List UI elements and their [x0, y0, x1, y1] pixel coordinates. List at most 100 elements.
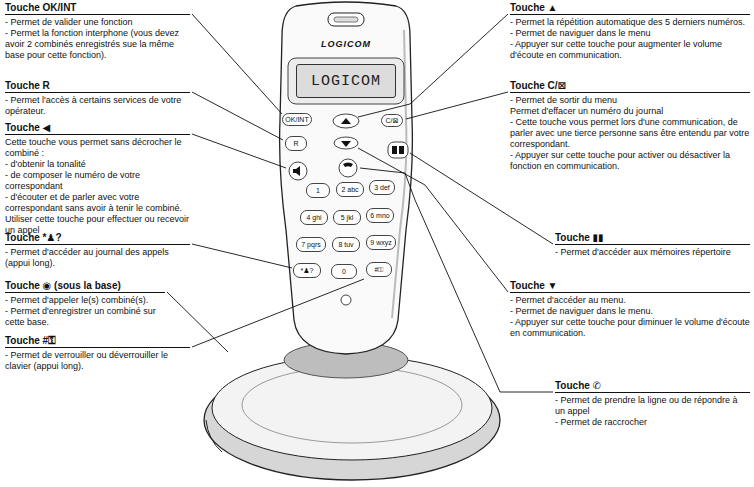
phonebook-key: [388, 142, 408, 158]
key-label: OK/INT: [285, 116, 308, 124]
key-button: 9 wxyz: [366, 235, 396, 250]
earpiece: [328, 13, 364, 26]
key-heading: Touche OK/INT: [5, 2, 190, 15]
key-button: 5 jkl: [333, 210, 361, 225]
key-label: 0: [342, 268, 346, 276]
key-description: - Permet d'accéder au journal des appels…: [5, 247, 190, 269]
key-label: 4 ghi: [306, 214, 321, 222]
leader-line: [192, 279, 364, 347]
key-button: 7 pqrs: [296, 237, 326, 252]
earpiece-slot: [334, 17, 358, 22]
callout-block: Touche R - Permet l'accès à certains serv…: [5, 80, 190, 117]
key-label: C/⊠: [386, 117, 399, 125]
leader-line: [358, 148, 508, 292]
key-description: - Permet de raccrocher: [555, 417, 750, 428]
key-button: 0: [331, 264, 357, 279]
key-heading: Touche ✆: [555, 380, 750, 393]
book-glyph: [399, 146, 404, 154]
key-label: 9 wxyz: [370, 239, 391, 247]
key-heading: Touche R: [5, 80, 190, 93]
key-label: 6 mno: [370, 212, 389, 220]
key-description: Permet d'effacer un numéro du journal: [510, 106, 750, 117]
key-label: *♟?: [301, 267, 314, 275]
key-description: - Permet d'enregistrer un combiné sur ce…: [5, 306, 165, 328]
key-button: 6 mno: [366, 208, 394, 223]
key-label: 5 jkl: [341, 214, 353, 222]
key-heading: Touche *♟?: [5, 232, 190, 245]
key-description: - de composer le numéro de votre corresp…: [5, 170, 190, 192]
key-description: - Permet l'accès à certains services de …: [5, 95, 190, 117]
key-description: - Appuyer sur cette touche pour diminuer…: [510, 317, 750, 339]
base-station: [204, 342, 500, 480]
key-description: - Permet de sortir du menu: [510, 95, 750, 106]
key-button: 3 def: [369, 180, 395, 195]
handset-glyph: [343, 163, 353, 168]
leader-line: [406, 92, 508, 119]
callout-block: Touche C/⊠ - Permet de sortir du menuPerm…: [510, 80, 750, 172]
key-button: *♟?: [293, 263, 321, 278]
leader-line: [192, 244, 292, 268]
base-button: [206, 420, 222, 452]
callout-block: Touche ✆ - Permet de prendre la ligne ou …: [555, 380, 750, 428]
callout-block: Touche ▲ - Permet la répétition automatiq…: [510, 2, 750, 61]
speaker-glyph: [293, 166, 300, 176]
down-key: [334, 137, 358, 149]
key-heading: Touche C/⊠: [510, 80, 750, 93]
leader-line: [192, 92, 283, 140]
key-description: - Permet de valider une fonction: [5, 17, 190, 28]
key-description: - Permet d'appeler le(s) combiné(s).: [5, 295, 165, 306]
speaker-key: [289, 162, 307, 180]
key-description: - d'écouter et de parler avec votre corr…: [5, 192, 190, 214]
key-description: - Permet de prendre la ligne ou de répon…: [555, 395, 750, 417]
key-description: - Permet d'accéder au menu.: [510, 295, 750, 306]
key-description: - Permet de verrouiller ou déverrouiller…: [5, 350, 190, 372]
call-key: [339, 159, 357, 177]
key-label: 7 pqrs: [301, 241, 320, 249]
callout-block: Touche OK/INT - Permet de valider une fon…: [5, 2, 190, 61]
callout-block: Touche #⚿ - Permet de verrouiller ou déve…: [5, 335, 190, 372]
display-bezel: [288, 58, 404, 104]
leader-line: [167, 292, 228, 352]
key-heading: Touche #⚿: [5, 335, 190, 348]
book-glyph: [392, 146, 397, 154]
key-button: R: [285, 136, 307, 151]
key-description: - Permet la répétition automatique des 5…: [510, 17, 750, 28]
key-description: - Permet d'accéder aux mémoires répertoi…: [555, 247, 750, 258]
key-description: - Permet de naviguer dans le menu: [510, 28, 750, 39]
key-description: - Permet la fonction interphone (vous de…: [5, 28, 190, 61]
key-heading: Touche ▲: [510, 2, 750, 15]
callout-block: Touche ▼- Permet d'accéder au menu.- Per…: [510, 280, 750, 339]
key-description: - Appuyer sur cette touche pour activer …: [510, 150, 750, 172]
key-button: 1: [306, 183, 330, 198]
callout-block: Touche ◀Cette touche vous permet sans dé…: [5, 122, 190, 236]
key-heading: Touche ▮▮: [555, 232, 750, 245]
up-arrow: [341, 118, 351, 124]
key-description: - Cette touche vous permet lors d'une co…: [510, 117, 750, 150]
key-description: Cette touche vous permet sans décrocher …: [5, 137, 190, 159]
key-heading: Touche ◉ (sous la base): [5, 280, 165, 293]
handset-body: [280, 2, 413, 354]
callout-block: Touche ▮▮ - Permet d'accéder aux mémoires…: [555, 232, 750, 258]
key-label: 2 abc: [341, 186, 358, 194]
key-button: 8 tuv: [332, 237, 360, 252]
key-label: 1: [316, 187, 320, 195]
leader-line: [192, 134, 286, 168]
brand-name: LOGICOM: [321, 39, 371, 49]
up-key: [333, 114, 359, 128]
display-text: LOGICOM: [311, 73, 381, 90]
lcd-display: LOGICOM: [296, 64, 396, 98]
callout-block: Touche *♟? - Permet d'accéder au journal …: [5, 232, 190, 269]
key-button: 4 ghi: [300, 210, 328, 225]
key-label: R: [293, 140, 298, 148]
callout-block: Touche ◉ (sous la base) - Permet d'appele…: [5, 280, 165, 328]
key-button: 2 abc: [336, 182, 364, 197]
key-description: - Appuyer sur cette touche pour augmente…: [510, 39, 750, 61]
leader-lines: [167, 14, 553, 392]
key-button: #⚿: [366, 262, 392, 277]
key-heading: Touche ▼: [510, 280, 750, 293]
key-button: C/⊠: [381, 114, 403, 127]
handset: [280, 2, 413, 354]
key-button: OK/INT: [282, 113, 312, 126]
microphone: [341, 295, 351, 305]
